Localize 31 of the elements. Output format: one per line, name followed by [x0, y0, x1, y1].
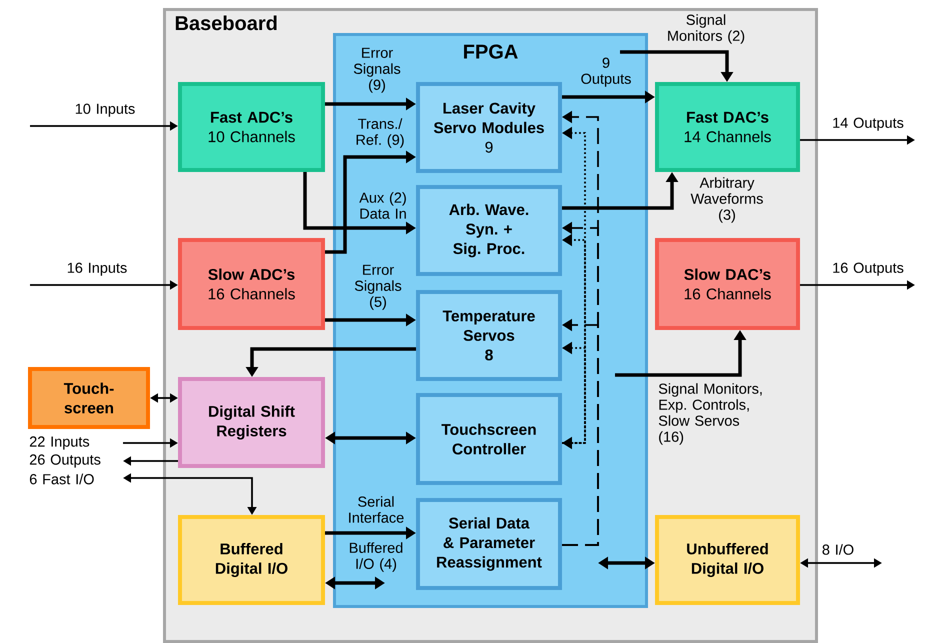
- io-box: Buffered Digital I/O: [178, 515, 325, 605]
- converter-box: Fast ADC’s 10 Channels: [178, 82, 325, 172]
- touchscreen-box: Touch- screen: [28, 367, 150, 429]
- edge-label: Trans./ Ref. (9): [356, 118, 404, 148]
- edge-label: Buffered I/O (4): [350, 542, 402, 572]
- edge-label: Error Signals (9): [354, 48, 400, 93]
- edge-label: Signal Monitors (2): [668, 14, 744, 44]
- edge-label: 9 Outputs: [581, 58, 631, 87]
- module-box: Temperature Servos 8: [416, 290, 562, 381]
- edge-label: 6 Fast I/O: [30, 474, 94, 484]
- converter-box: Fast DAC’s 14 Channels: [655, 82, 800, 172]
- register-box: Digital Shift Registers: [178, 377, 325, 468]
- io-box: Unbuffered Digital I/O: [655, 515, 800, 605]
- edge-label: 16 Outputs: [833, 262, 904, 276]
- converter-box: Slow DAC’s 16 Channels: [655, 238, 800, 330]
- edge-label: 8 I/O: [822, 544, 854, 555]
- edge-label: Aux (2) Data In: [359, 192, 406, 219]
- module-box: Arb. Wave. Syn. + Sig. Proc.: [416, 185, 562, 276]
- module-box: Serial Data & Parameter Reassignment: [416, 498, 562, 590]
- edge-label: Serial Interface: [349, 496, 404, 523]
- edge-label: 14 Outputs: [833, 118, 904, 131]
- edge-label: Arbitrary Waveforms (3): [690, 177, 763, 223]
- edge-label: 10 Inputs: [76, 104, 135, 117]
- edge-label: Error Signals (5): [354, 264, 402, 310]
- edge-label: Signal Monitors, Exp. Controls, Slow Servos (16): [658, 383, 762, 445]
- edge-label: 22 Inputs: [30, 436, 90, 450]
- edge-label: 26 Outputs: [30, 454, 100, 468]
- module-box: Touchscreen Controller: [416, 393, 562, 485]
- edge-label: 16 Inputs: [68, 262, 127, 276]
- converter-box: Slow ADC’s 16 Channels: [178, 238, 325, 330]
- module-box: Laser Cavity Servo Modules 9: [416, 82, 562, 173]
